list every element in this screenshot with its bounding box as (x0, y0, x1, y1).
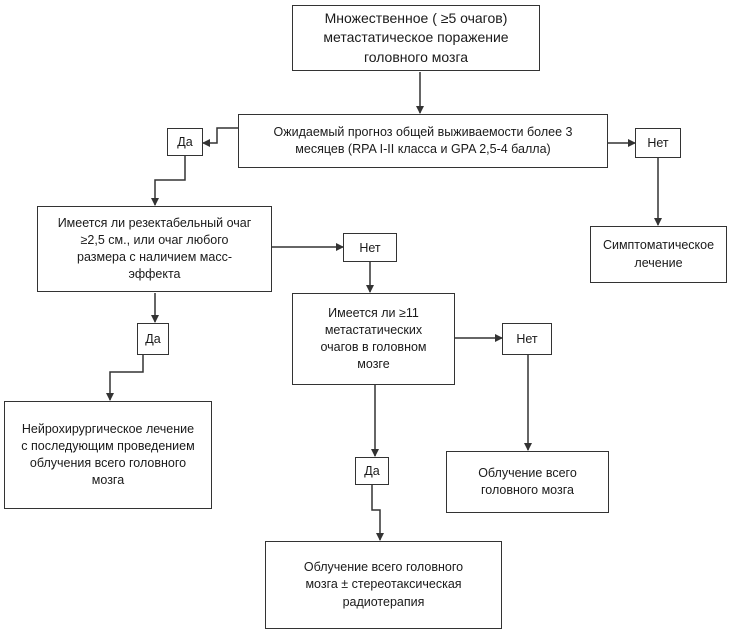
yes-label-2: Да (137, 323, 169, 355)
node-resectable: Имеется ли резектабельный очаг ≥2,5 см.,… (37, 206, 272, 292)
arrow-prognosis-to-yes1 (202, 127, 238, 147)
node-symptomatic: Симптоматическое лечение (590, 226, 727, 283)
arrow-yes3-to-wbrt-srs (371, 485, 384, 541)
yes-label-1: Да (167, 128, 203, 156)
arrow-yes1-to-resectable (151, 156, 186, 206)
no-label-1: Нет (635, 128, 681, 158)
node-neurosurgery: Нейрохирургическое лечение с последующим… (4, 401, 212, 509)
node-wbrt-srs: Облучение всего головного мозга ± стерео… (265, 541, 502, 629)
node-eleven: Имеется ли ≥11 метастатических очагов в … (292, 293, 455, 385)
no-label-3: Нет (502, 323, 552, 355)
node-start: Множественное ( ≥5 очагов) метастатическ… (292, 5, 540, 71)
node-wbrt: Облучение всего головного мозга (446, 451, 609, 513)
no-label-2: Нет (343, 233, 397, 262)
node-prognosis: Ожидаемый прогноз общей выживаемости бол… (238, 114, 608, 168)
yes-label-3: Да (355, 457, 389, 485)
arrow-yes2-to-neurosurgery (106, 355, 144, 401)
